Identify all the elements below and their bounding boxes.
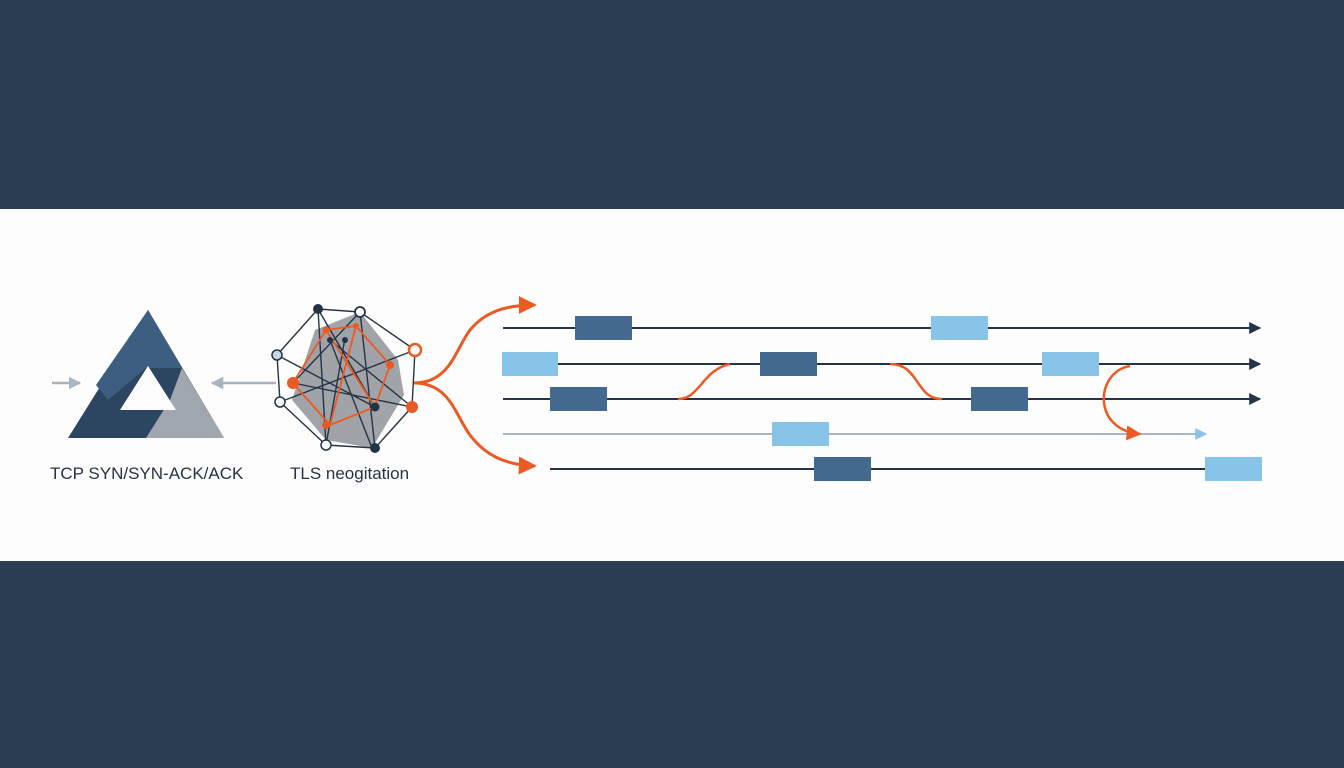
top-band [0,0,1344,209]
packet-block [550,387,607,411]
packet-block [502,352,558,376]
bottom-band [0,561,1344,768]
packet-blocks [502,316,1262,481]
fan-out-arrows [413,296,537,475]
tls-negotiation-label: TLS neogitation [290,464,410,483]
stream-lines [503,322,1262,470]
stream-switch-curves [677,362,1142,441]
packet-block [931,316,988,340]
packet-block [575,316,632,340]
packet-block [814,457,871,481]
packet-block [772,422,829,446]
packet-block [1042,352,1099,376]
packet-block [971,387,1028,411]
packet-block [760,352,817,376]
triangle-handshake-icon [68,310,224,438]
diagram-panel [0,209,1344,561]
packet-block [1205,457,1262,481]
tcp-handshake-label: TCP SYN/SYN-ACK/ACK [50,464,244,483]
network-graph-icon [271,304,423,453]
